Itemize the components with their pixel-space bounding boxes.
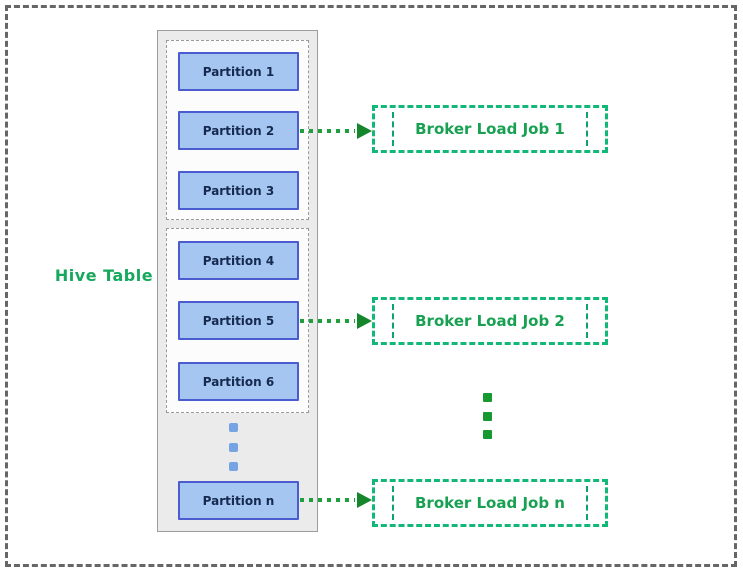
- broker-load-job-1-label: Broker Load Job 1: [415, 120, 565, 138]
- partition-box-4: Partition 4: [178, 241, 299, 280]
- dotted-line: [300, 498, 355, 502]
- sketch-stroke: [392, 112, 394, 146]
- arrow-head-icon: [357, 492, 372, 508]
- ellipsis-dot: [229, 442, 238, 452]
- sketch-stroke: [392, 486, 394, 520]
- sketch-stroke: [586, 112, 588, 146]
- sketch-stroke: [392, 304, 394, 338]
- arrow-partition2-to-job1: [300, 123, 372, 139]
- dotted-line: [300, 319, 355, 323]
- ellipsis-dot: [483, 430, 492, 439]
- hive-table-label: Hive Table: [54, 266, 154, 285]
- arrow-partition5-to-job2: [300, 313, 372, 329]
- partitions-ellipsis-dots: [229, 423, 238, 471]
- broker-load-job-2-box: Broker Load Job 2: [372, 297, 608, 345]
- sketch-stroke: [586, 304, 588, 338]
- ellipsis-dot: [229, 462, 238, 471]
- partition-box-2: Partition 2: [178, 111, 299, 150]
- ellipsis-dot: [483, 411, 492, 421]
- broker-load-job-n-box: Broker Load Job n: [372, 479, 608, 527]
- broker-load-job-1-box: Broker Load Job 1: [372, 105, 608, 153]
- ellipsis-dot: [483, 393, 492, 402]
- arrow-head-icon: [357, 123, 372, 139]
- partition-box-5: Partition 5: [178, 301, 299, 340]
- partition-box-3: Partition 3: [178, 171, 299, 210]
- sketch-stroke: [586, 486, 588, 520]
- jobs-ellipsis-dots: [483, 393, 492, 439]
- broker-load-job-2-label: Broker Load Job 2: [415, 312, 565, 330]
- diagram-outer-border: [5, 5, 737, 567]
- dotted-line: [300, 129, 355, 133]
- broker-load-job-n-label: Broker Load Job n: [415, 494, 565, 512]
- ellipsis-dot: [229, 423, 238, 432]
- partition-box-6: Partition 6: [178, 362, 299, 401]
- partition-box-1: Partition 1: [178, 52, 299, 91]
- arrow-partitionn-to-jobn: [300, 492, 372, 508]
- arrow-head-icon: [357, 313, 372, 329]
- partition-box-n: Partition n: [178, 481, 299, 520]
